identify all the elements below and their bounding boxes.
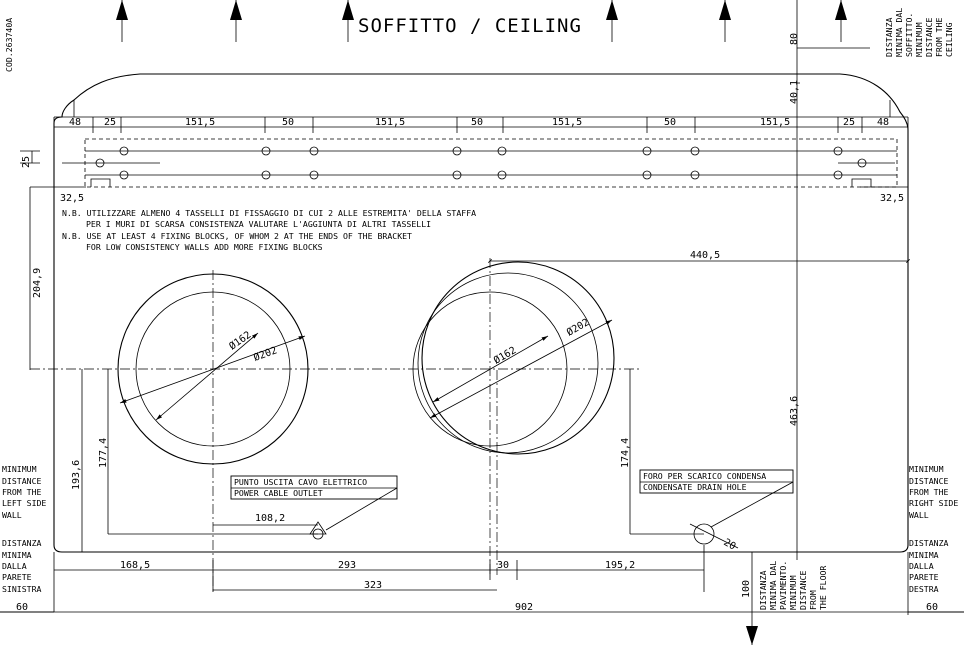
dim-top: 50 [664, 117, 676, 128]
dim-bottom: 195,2 [605, 560, 635, 571]
note-line-4: FOR LOW CONSISTENCY WALLS ADD MORE FIXIN… [86, 242, 323, 252]
floor-note-line: PAVIMENTO. [778, 561, 788, 610]
drawing-code: COD.263740A [4, 18, 14, 72]
left-wall-line: WALL [2, 510, 22, 520]
right-pipe-hole: Ø162 Ø202 [412, 258, 615, 575]
dim-distance-440: 440,5 [690, 250, 720, 261]
dim-right-inner-diameter: Ø162 [492, 344, 519, 366]
ceiling-title: SOFFITTO / CEILING [358, 15, 582, 37]
left-wall-line: MINIMA [2, 550, 32, 560]
ceiling-note-line: DISTANCE [924, 17, 934, 57]
dim-height-204: 204,9 [32, 268, 43, 298]
dim-left-outer-diameter: Ø202 [252, 344, 279, 364]
right-wall-line: DISTANZA [909, 538, 949, 548]
dim-v193: 193,6 [71, 460, 82, 490]
dim-top: 50 [471, 117, 483, 128]
dim-bottom: 323 [364, 580, 382, 591]
ceiling-note-line: SOFFITTO. [904, 13, 914, 57]
right-wall-line: MINIMUM [909, 464, 944, 474]
dim-top: 151,5 [185, 117, 215, 128]
dim-drain-diameter: 20 [722, 537, 738, 553]
right-wall-line: DESTRA [909, 584, 939, 594]
dim-offset-left: 32,5 [60, 193, 84, 204]
right-wall-note: MINIMUM DISTANCE FROM THE RIGHT SIDE WAL… [909, 464, 958, 594]
left-wall-line: LEFT SIDE [2, 498, 46, 508]
left-wall-line: PARETE [2, 572, 32, 582]
top-dimension-chain: 48 25 151,5 50 151,5 50 151,5 50 151,5 2… [53, 117, 909, 133]
dim-top: 50 [282, 117, 294, 128]
note-line-3: N.B. USE AT LEAST 4 FIXING BLOCKS, OF WH… [62, 231, 412, 241]
dim-bottom: 293 [338, 560, 356, 571]
drain-hole: FORO PER SCARICO CONDENSA CONDENSATE DRA… [639, 469, 794, 553]
dim-gap-40: 40,1 [789, 80, 800, 104]
dim-height-463: 463,6 [789, 396, 800, 426]
drain-label-en: CONDENSATE DRAIN HOLE [643, 482, 747, 492]
mounting-bracket [62, 138, 898, 188]
floor-note-line: THE FLOOR [818, 566, 828, 610]
left-pipe-hole: Ø162 Ø202 [117, 270, 309, 592]
dim-top: 25 [104, 117, 116, 128]
dim-top: 25 [843, 117, 855, 128]
left-wall-line: DALLA [2, 561, 27, 571]
left-wall-line: DISTANCE [2, 476, 42, 486]
left-wall-line: SINISTRA [2, 584, 42, 594]
floor-note-line: FROM [808, 590, 818, 610]
dim-floor-100: 100 [741, 580, 752, 598]
right-wall-line: WALL [909, 510, 929, 520]
ceiling-distance-note: DISTANZA MINIMA DAL SOFFITTO. MINIMUM DI… [884, 8, 954, 57]
floor-note-line: MINIMUM [788, 575, 798, 610]
right-wall-line: DALLA [909, 561, 934, 571]
dim-bottom-total: 902 [515, 602, 533, 613]
dim-top: 151,5 [375, 117, 405, 128]
bottom-dimension-chain: 168,5 293 30 195,2 323 902 [53, 545, 909, 615]
right-wall-line: DISTANCE [909, 476, 949, 486]
left-wall-line: DISTANZA [2, 538, 42, 548]
installation-notes: N.B. UTILIZZARE ALMENO 4 TASSELLI DI FIS… [62, 208, 476, 252]
right-wall-line: RIGHT SIDE [909, 498, 958, 508]
left-wall-line: MINIMUM [2, 464, 37, 474]
unit-outline [53, 73, 909, 553]
dim-top: 48 [877, 117, 889, 128]
note-line-1: N.B. UTILIZZARE ALMENO 4 TASSELLI DI FIS… [62, 208, 476, 218]
dim-top: 151,5 [760, 117, 790, 128]
dim-bracket-height: 25 [21, 156, 32, 168]
dim-bottom: 168,5 [120, 560, 150, 571]
left-wall-line: FROM THE [2, 487, 42, 497]
dim-bottom: 30 [497, 560, 509, 571]
dim-left-inner-diameter: Ø162 [227, 329, 254, 353]
floor-note-line: DISTANCE [798, 570, 808, 610]
drain-label-it: FORO PER SCARICO CONDENSA [643, 471, 766, 481]
cable-outlet-label-it: PUNTO USCITA CAVO ELETTRICO [234, 477, 367, 487]
dim-right-60: 60 [926, 602, 938, 613]
cable-outlet: 108,2 PUNTO USCITA CAVO ELETTRICO POWER … [213, 475, 398, 540]
note-line-2: PER I MURI DI SCARSA CONSISTENZA VALUTAR… [86, 219, 431, 229]
ceiling-note-line: DISTANZA [884, 17, 894, 57]
dim-offset-right: 32,5 [880, 193, 904, 204]
right-wall-line: MINIMA [909, 550, 939, 560]
fixing-holes [95, 146, 867, 180]
left-wall-note: MINIMUM DISTANCE FROM THE LEFT SIDE WALL… [2, 464, 46, 594]
dim-left-60: 60 [16, 602, 28, 613]
cable-outlet-label-en: POWER CABLE OUTLET [234, 488, 323, 498]
floor-note-line: MINIMA DAL [768, 561, 778, 610]
dim-ceiling-80: 80 [789, 33, 800, 45]
dim-top: 151,5 [552, 117, 582, 128]
dim-right-outer-diameter: Ø202 [565, 316, 592, 338]
dim-108: 108,2 [255, 513, 285, 524]
dim-v174: 174,4 [620, 438, 631, 468]
right-wall-line: PARETE [909, 572, 939, 582]
right-wall-line: FROM THE [909, 487, 949, 497]
dim-top: 48 [69, 117, 81, 128]
floor-note-line: DISTANZA [758, 570, 768, 610]
floor-distance-note: 100 DISTANZA MINIMA DAL PAVIMENTO. MINIM… [735, 551, 828, 645]
ceiling-note-line: CEILING [944, 22, 954, 57]
ceiling-note-line: FROM THE [934, 17, 944, 57]
ceiling-note-line: MINIMUM [914, 22, 924, 57]
dim-v177: 177,4 [98, 438, 109, 468]
ceiling-arrows [116, 0, 847, 42]
ceiling-note-line: MINIMA DAL [894, 8, 904, 57]
